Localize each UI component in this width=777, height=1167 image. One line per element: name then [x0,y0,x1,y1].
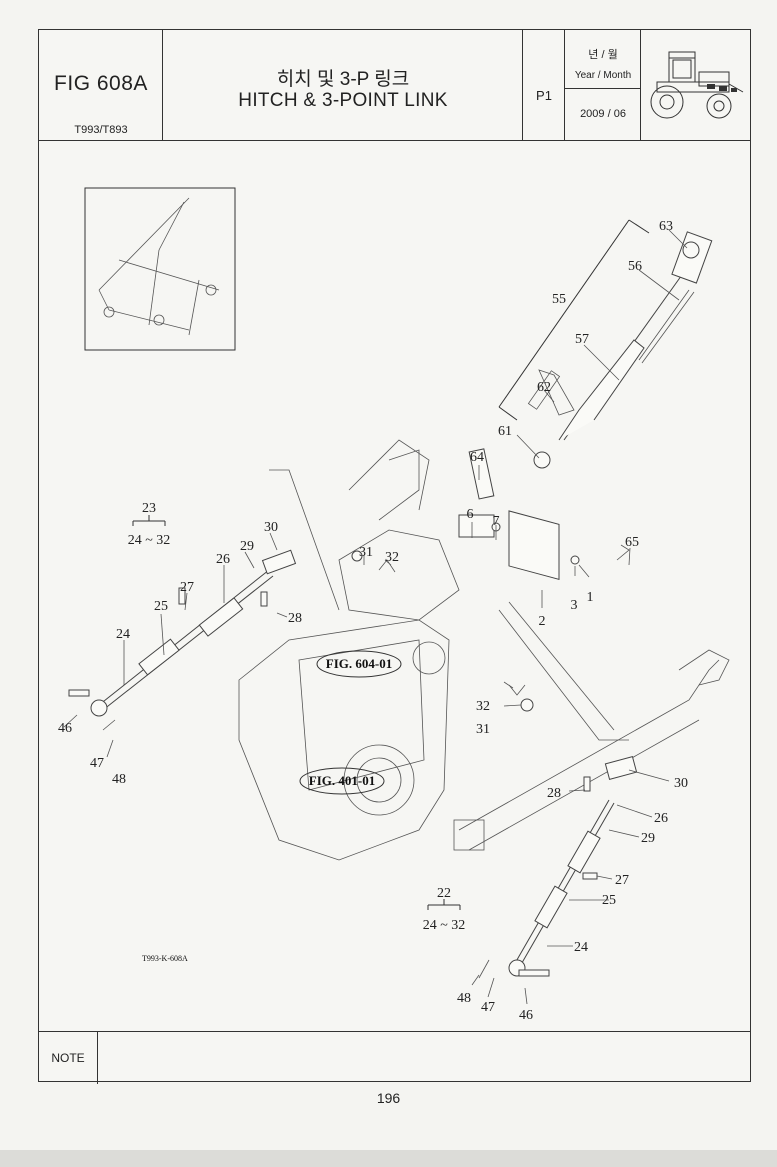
callout-64: 64 [470,450,484,465]
note-label: NOTE [39,1032,98,1084]
page-code-cell: P1 [523,30,565,140]
callout-28-lower: 28 [547,786,561,801]
callout-26-lower: 26 [654,811,668,826]
title-english: HITCH & 3-POINT LINK [238,90,448,111]
diagram-svg: FIG. 604-01 FIG. 401-01 [58,187,730,1023]
scan-edge [0,1150,777,1167]
transmission-housing [238,439,460,861]
callout-7: 7 [493,514,500,529]
date-label-box: 년 / 월 Year / Month [565,30,641,89]
note-row: NOTE [39,1031,750,1084]
callout-57: 57 [575,332,589,347]
callout-22-range: 24 ~ 32 [423,918,466,933]
drawing-code: T993-K-608A [142,954,188,963]
left-lift-rod [68,549,297,717]
page-number: 196 [376,1090,401,1106]
date-value: 2009 / 06 [580,108,626,120]
callout-56: 56 [628,259,642,274]
callout-2: 2 [539,614,546,629]
callout-28-upper: 28 [288,611,302,626]
callout-29-lower: 29 [641,831,655,846]
tractor-icon-cell [641,30,752,140]
date-label-korean: 년 / 월 [588,49,618,61]
callout-30-lower: 30 [674,776,688,791]
callout-31-lower: 31 [476,722,490,737]
fig-ref-401-01: FIG. 401-01 [309,773,375,788]
overview-inset-drawing [98,197,220,336]
callout-27-upper: 27 [180,580,194,595]
callout-46-upper: 46 [58,721,72,736]
callout-24-lower: 24 [574,940,588,955]
model-codes: T993/T893 [74,124,128,136]
overview-inset-frame [84,187,236,351]
fig-ref-604-01: FIG. 604-01 [326,656,392,671]
callout-55: 55 [552,292,566,307]
leader-lines [63,229,688,1005]
callout-32-lower: 32 [476,699,490,714]
page-code: P1 [536,88,552,103]
right-lift-rod [508,756,638,977]
callout-6: 6 [467,507,474,522]
callout-48-upper: 48 [112,772,126,787]
top-link-assembly [458,219,713,580]
exploded-parts-diagram: FIG. 604-01 FIG. 401-01 [39,140,752,1031]
callout-62: 62 [537,380,551,395]
callout-65: 65 [625,535,639,550]
callout-63: 63 [659,219,673,234]
loose-hardware [102,550,534,979]
callout-47-lower: 47 [481,1000,495,1015]
callout-22: 22 [437,886,451,901]
callout-23-range: 24 ~ 32 [128,533,171,548]
tractor-location-icon [650,51,744,119]
title-cell: 히치 및 3-P 링크 HITCH & 3-POINT LINK [163,30,523,140]
fig-ref-401-oval [299,767,385,795]
callout-32-upper: 32 [385,550,399,565]
callout-29-upper: 29 [240,539,254,554]
callout-1: 1 [587,590,594,605]
callout-26-upper: 26 [216,552,230,567]
callout-31-upper: 31 [359,545,373,560]
callout-24-upper: 24 [116,627,130,642]
title-block: FIG 608A T993/T893 히치 및 3-P 링크 HITCH & 3… [39,30,750,141]
callout-3: 3 [571,598,578,613]
callout-23: 23 [142,501,156,516]
callout-48-lower: 48 [457,991,471,1006]
callout-47-upper: 47 [90,756,104,771]
figure-number: FIG 608A [54,72,148,95]
callout-25-lower: 25 [602,893,616,908]
title-korean: 히치 및 3-P 링크 [276,69,410,90]
callout-46-lower: 46 [519,1008,533,1023]
fig-ref-604-oval [316,650,402,678]
date-label-english: Year / Month [574,70,632,81]
callout-27-lower: 27 [615,873,629,888]
date-cell: 년 / 월 Year / Month 2009 / 06 [565,30,641,140]
figure-number-cell: FIG 608A T993/T893 [39,30,163,140]
callout-30-upper: 30 [264,520,278,535]
page-frame: FIG 608A T993/T893 히치 및 3-P 링크 HITCH & 3… [38,29,752,1084]
callout-61: 61 [498,424,512,439]
lower-link-arms [453,601,730,851]
callout-25-upper: 25 [154,599,168,614]
